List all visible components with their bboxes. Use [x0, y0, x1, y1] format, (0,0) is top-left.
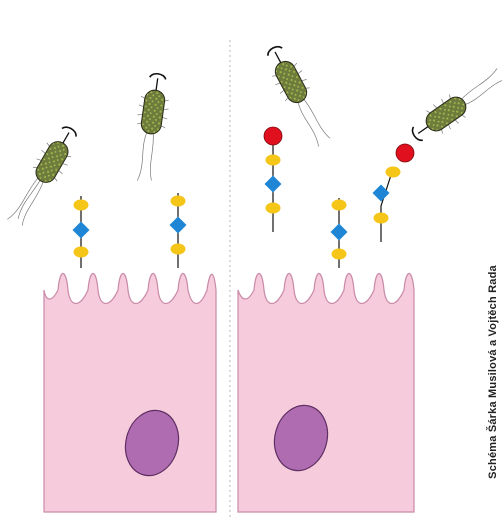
sialic-acid-cap: [264, 127, 282, 145]
sialic-acid-cap: [396, 144, 414, 162]
epithelial-cell-left: [44, 274, 216, 513]
glycan-receptor-right-2: [331, 198, 348, 268]
bacterium-left-1: [3, 121, 84, 232]
bacterium-left-2: [128, 72, 173, 184]
glycan-receptor-right-1: [264, 127, 282, 232]
glycan-receptor-right-3: [373, 144, 414, 242]
epithelial-cell-right: [238, 274, 414, 513]
bacterium-right-2: [406, 62, 502, 149]
image-credit: Schéma Šárka Musilová a Vojtěch Rada: [487, 265, 499, 479]
glycan-receptor-left-1: [73, 196, 90, 268]
glycan-receptor-left-2: [170, 193, 187, 268]
